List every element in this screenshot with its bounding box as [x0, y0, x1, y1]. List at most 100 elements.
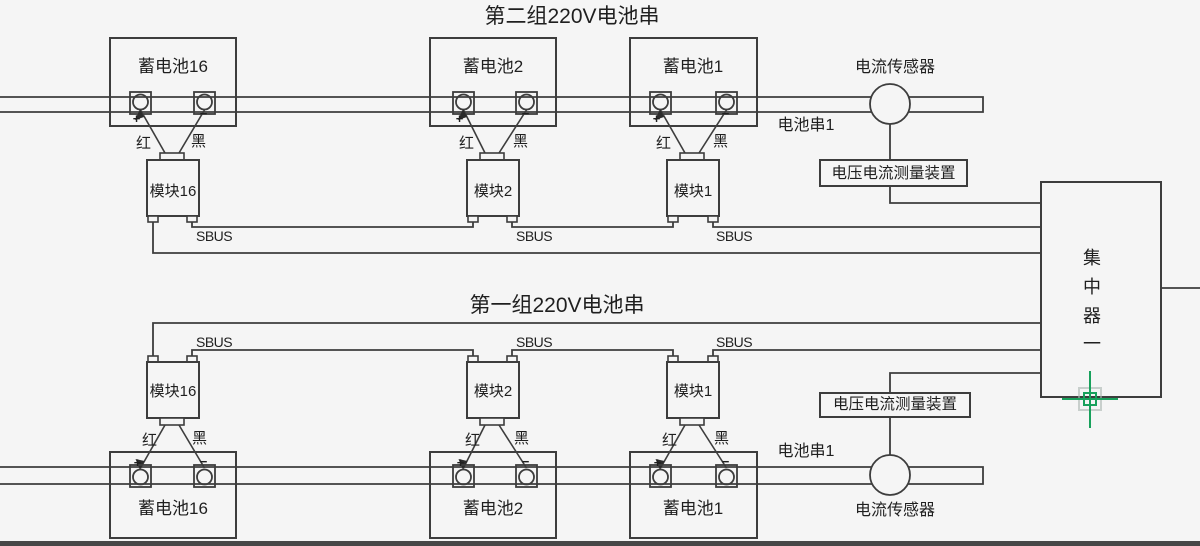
battery-group-1: 模块16 红 黑 + − 蓄电池16 模块2 红 黑 + − 蓄电池 — [0, 294, 1041, 539]
bottom-edge-bar — [0, 541, 1200, 546]
module-foot — [186, 215, 198, 223]
group-title: 第二组220V电池串 — [484, 5, 659, 28]
concentrator-box — [1040, 181, 1162, 398]
red-wire — [659, 424, 686, 469]
plus-sign: + — [456, 111, 464, 126]
battery-unit-16: 模块16 红 黑 + − 蓄电池16 — [109, 355, 237, 539]
minus-sign: − — [722, 106, 730, 121]
module-box — [466, 159, 520, 217]
terminal-circle — [132, 468, 149, 486]
meter-wiring — [889, 124, 1041, 204]
module-label: 模块1 — [674, 183, 712, 200]
black-wire-label: 黑 — [513, 133, 528, 150]
sbus-wiring — [152, 322, 1041, 356]
cad-crosshair — [1062, 371, 1118, 428]
sbus-label: SBUS — [516, 334, 552, 350]
black-wire — [498, 424, 528, 469]
battery-label: 蓄电池16 — [138, 499, 208, 518]
terminal-circle — [718, 93, 735, 111]
black-wire — [698, 109, 728, 154]
red-wire-label: 红 — [142, 432, 157, 449]
wire-arrowhead — [655, 109, 664, 120]
module-connector — [159, 152, 185, 161]
battery-group-2: 蓄电池16 + − 红 黑 模块16 蓄电池2 + − 红 黑 模块 — [0, 5, 1041, 254]
wire-arrowhead — [135, 109, 144, 120]
current-sensor — [869, 83, 911, 125]
black-wire-label: 黑 — [192, 430, 207, 447]
module-label: 模块1 — [674, 383, 712, 400]
terminal-circle — [132, 93, 149, 111]
battery-unit-1: 模块1 红 黑 + − 蓄电池1 — [629, 355, 758, 539]
battery-box — [629, 37, 758, 127]
battery-box — [109, 37, 237, 127]
terminal-box — [515, 91, 538, 115]
battery-string-label: 电池串1 — [778, 442, 835, 460]
sbus-label: SBUS — [196, 334, 232, 350]
battery-box — [629, 451, 758, 539]
meter-box — [819, 392, 971, 418]
plus-sign: + — [134, 455, 142, 470]
current-sensor-label: 电流传感器 — [855, 58, 935, 76]
plus-sign: + — [457, 455, 465, 470]
red-wire — [139, 424, 166, 469]
black-wire-label: 黑 — [713, 133, 728, 150]
terminal-circle — [196, 93, 213, 111]
concentrator: 集 中 器 一 — [1040, 181, 1200, 398]
sbus-wiring — [152, 222, 1041, 254]
terminal-circle — [652, 93, 669, 111]
terminal-circle — [652, 468, 669, 486]
terminal-circle — [196, 468, 213, 486]
black-wire — [178, 109, 206, 154]
module-foot — [147, 215, 159, 223]
module-box — [666, 159, 720, 217]
minus-sign: − — [522, 454, 530, 469]
black-wire-label: 黑 — [514, 430, 529, 447]
black-wire-label: 黑 — [714, 430, 729, 447]
concentrator-label-char: 一 — [1083, 334, 1101, 354]
module-label: 模块16 — [150, 383, 197, 400]
red-wire-label: 红 — [459, 135, 474, 152]
red-wire-label: 红 — [656, 135, 671, 152]
battery-unit-2: 蓄电池2 + − 红 黑 模块2 — [429, 37, 557, 223]
module-foot — [667, 215, 679, 223]
red-wire — [462, 109, 486, 154]
concentrator-label-char: 中 — [1083, 277, 1101, 297]
battery-label: 蓄电池1 — [663, 499, 723, 518]
terminal-circle — [455, 468, 472, 486]
black-wire-label: 黑 — [191, 133, 206, 150]
sbus-label: SBUS — [196, 228, 232, 244]
sbus-label: SBUS — [716, 228, 752, 244]
minus-sign: − — [200, 454, 208, 469]
module-label: 模块16 — [150, 183, 197, 200]
red-wire-label: 红 — [662, 432, 677, 449]
terminal-box — [715, 91, 738, 115]
battery-unit-2: 模块2 红 黑 + − 蓄电池2 — [429, 355, 557, 539]
cursor-pickbox — [1083, 392, 1097, 406]
module-label: 模块2 — [474, 383, 512, 400]
battery-label: 蓄电池2 — [463, 57, 523, 76]
meter-label: 电压电流测量装置 — [831, 164, 955, 182]
battery-string-label: 电池串1 — [778, 116, 835, 134]
module-connector — [679, 152, 705, 161]
plus-sign: + — [654, 455, 662, 470]
plus-sign: + — [133, 111, 141, 126]
minus-sign: − — [200, 106, 208, 121]
red-wire — [462, 424, 486, 469]
battery-unit-1: 蓄电池1 + − 红 黑 模块1 — [629, 37, 758, 223]
battery-box — [109, 451, 237, 539]
terminal-box — [193, 91, 216, 115]
terminal-box — [715, 464, 738, 488]
meter-label: 电压电流测量装置 — [833, 395, 957, 413]
battery-bus-bar — [0, 466, 984, 485]
current-sensor-label: 电流传感器 — [855, 501, 935, 519]
module-connector — [159, 417, 185, 426]
minus-sign: − — [722, 454, 730, 469]
battery-label: 蓄电池2 — [463, 499, 523, 518]
module-connector — [479, 152, 505, 161]
battery-label: 蓄电池16 — [138, 57, 208, 76]
terminal-circle — [455, 93, 472, 111]
terminal-box — [193, 464, 216, 488]
meter-box — [819, 159, 968, 187]
terminal-box — [452, 464, 475, 488]
wire-arrowhead — [458, 109, 467, 120]
